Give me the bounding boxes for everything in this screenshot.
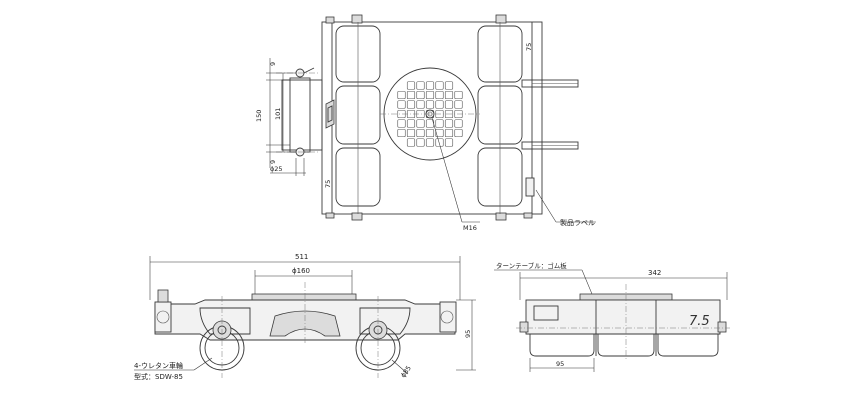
turntable-grid-cell [444,119,454,128]
turntable-grid-cell [416,100,425,109]
turntable-grid-cell [444,100,454,109]
turntable-grid-cell [416,128,425,138]
turntable-grid-cell [406,119,416,128]
top-tab [325,16,335,24]
leader-phi85 [391,359,409,375]
front-end-bracket-left [154,301,172,333]
side-roller-mid [597,333,655,357]
dim-511: 511 [295,253,308,261]
dim-phi85: ϕ85 [399,364,413,379]
turntable-grid-cell [444,90,454,100]
product-label-plate [525,177,535,197]
top-tab [351,14,363,24]
turntable-grid-cell [416,138,425,147]
label-wheels: 4-ウレタン車輪 [134,361,183,370]
side-view: ターンテーブル：ゴム板 342 7.5 95 [494,261,730,372]
turntable-grid-cell [406,128,416,138]
turntable-grid-cell [444,109,454,119]
dim-95-front: 95 [464,330,472,338]
turntable-grid-cell [435,81,444,90]
side-logo-text: 75 [324,180,332,188]
front-view: 511 ϕ160 95 [134,253,476,381]
turntable-grid-cell [416,90,425,100]
turntable-grid-cell [425,90,435,100]
logo-plate-inner [327,105,333,123]
handle-frame-left [281,79,323,151]
turntable-grid-cell [397,90,406,100]
turntable-grid-cell [454,119,463,128]
label-turntable: ターンテーブル：ゴム板 [496,261,567,270]
turntable-grid-cell [406,100,416,109]
front-pin-hole-left [156,310,170,324]
dim-phi160: ϕ160 [292,267,310,275]
leader-turntable [581,269,593,295]
top-view: 75 75 9 150 101 9 ϕ25 M16 製品ラベル [255,14,596,232]
dim-95-side: 95 [556,360,564,368]
turntable-grid-cell [397,128,406,138]
turntable-grid-cell [435,119,444,128]
turntable-grid-cell [425,81,435,90]
top-logo-text: 75 [525,43,533,51]
turntable-grid-cell [435,138,444,147]
side-label-plate [533,305,559,321]
turntable-grid-cell [416,81,425,90]
turntable-grid-cell [425,100,435,109]
front-cutout-right [359,307,411,335]
pin-lever [303,67,315,74]
turntable-grid-cell [435,128,444,138]
front-turntable [251,293,357,301]
logo-plate-icon [325,99,335,129]
turntable-grid-cell [454,90,463,100]
turntable-grid-cell [454,100,463,109]
turntable-grid-cell [444,128,454,138]
front-end-bracket-right [439,301,457,333]
dim-342: 342 [648,269,661,277]
dim-9-top: 9 [269,62,277,66]
top-tab [495,212,507,221]
label-product-label: 製品ラベル [560,218,595,227]
dim-101: 101 [274,108,282,120]
label-model: 型式：SDW-85 [134,372,183,381]
leader-wheels [193,357,213,371]
dim-phi25: ϕ25 [270,165,283,173]
front-cutout-left [199,307,251,335]
top-tab [523,212,533,219]
side-end-stub-left [519,321,529,333]
leader-product-label [535,189,557,223]
label-m16: M16 [463,224,477,232]
turntable-grid-cell [444,81,454,90]
turntable-grid-cell [406,81,416,90]
turntable-grid-cell [406,138,416,147]
dim-150: 150 [255,110,263,122]
front-pin-hole-right [440,310,454,324]
top-tab [325,212,335,219]
top-tab [495,14,507,24]
turntable-grid-cell [416,119,425,128]
turntable-grid-cell [435,100,444,109]
handle-frame-inner [289,77,311,153]
side-roller-left [529,333,595,357]
side-roller-right [657,333,719,357]
dim-9-bottom: 9 [269,160,277,164]
leader-m16 [431,117,463,223]
turntable-grid-cell [425,128,435,138]
top-tab [351,212,363,221]
turntable-grid-cell [397,119,406,128]
turntable-grid-cell [435,90,444,100]
turntable-grid-cell [406,90,416,100]
side-end-stub-right [717,321,727,333]
turntable-grid-cell [397,100,406,109]
turntable-grid-cell [425,138,435,147]
turntable-grid-cell [444,138,454,147]
capacity-marking: 7.5 [689,314,710,329]
turntable-grid-cell [454,128,463,138]
front-pin-left [157,289,169,303]
